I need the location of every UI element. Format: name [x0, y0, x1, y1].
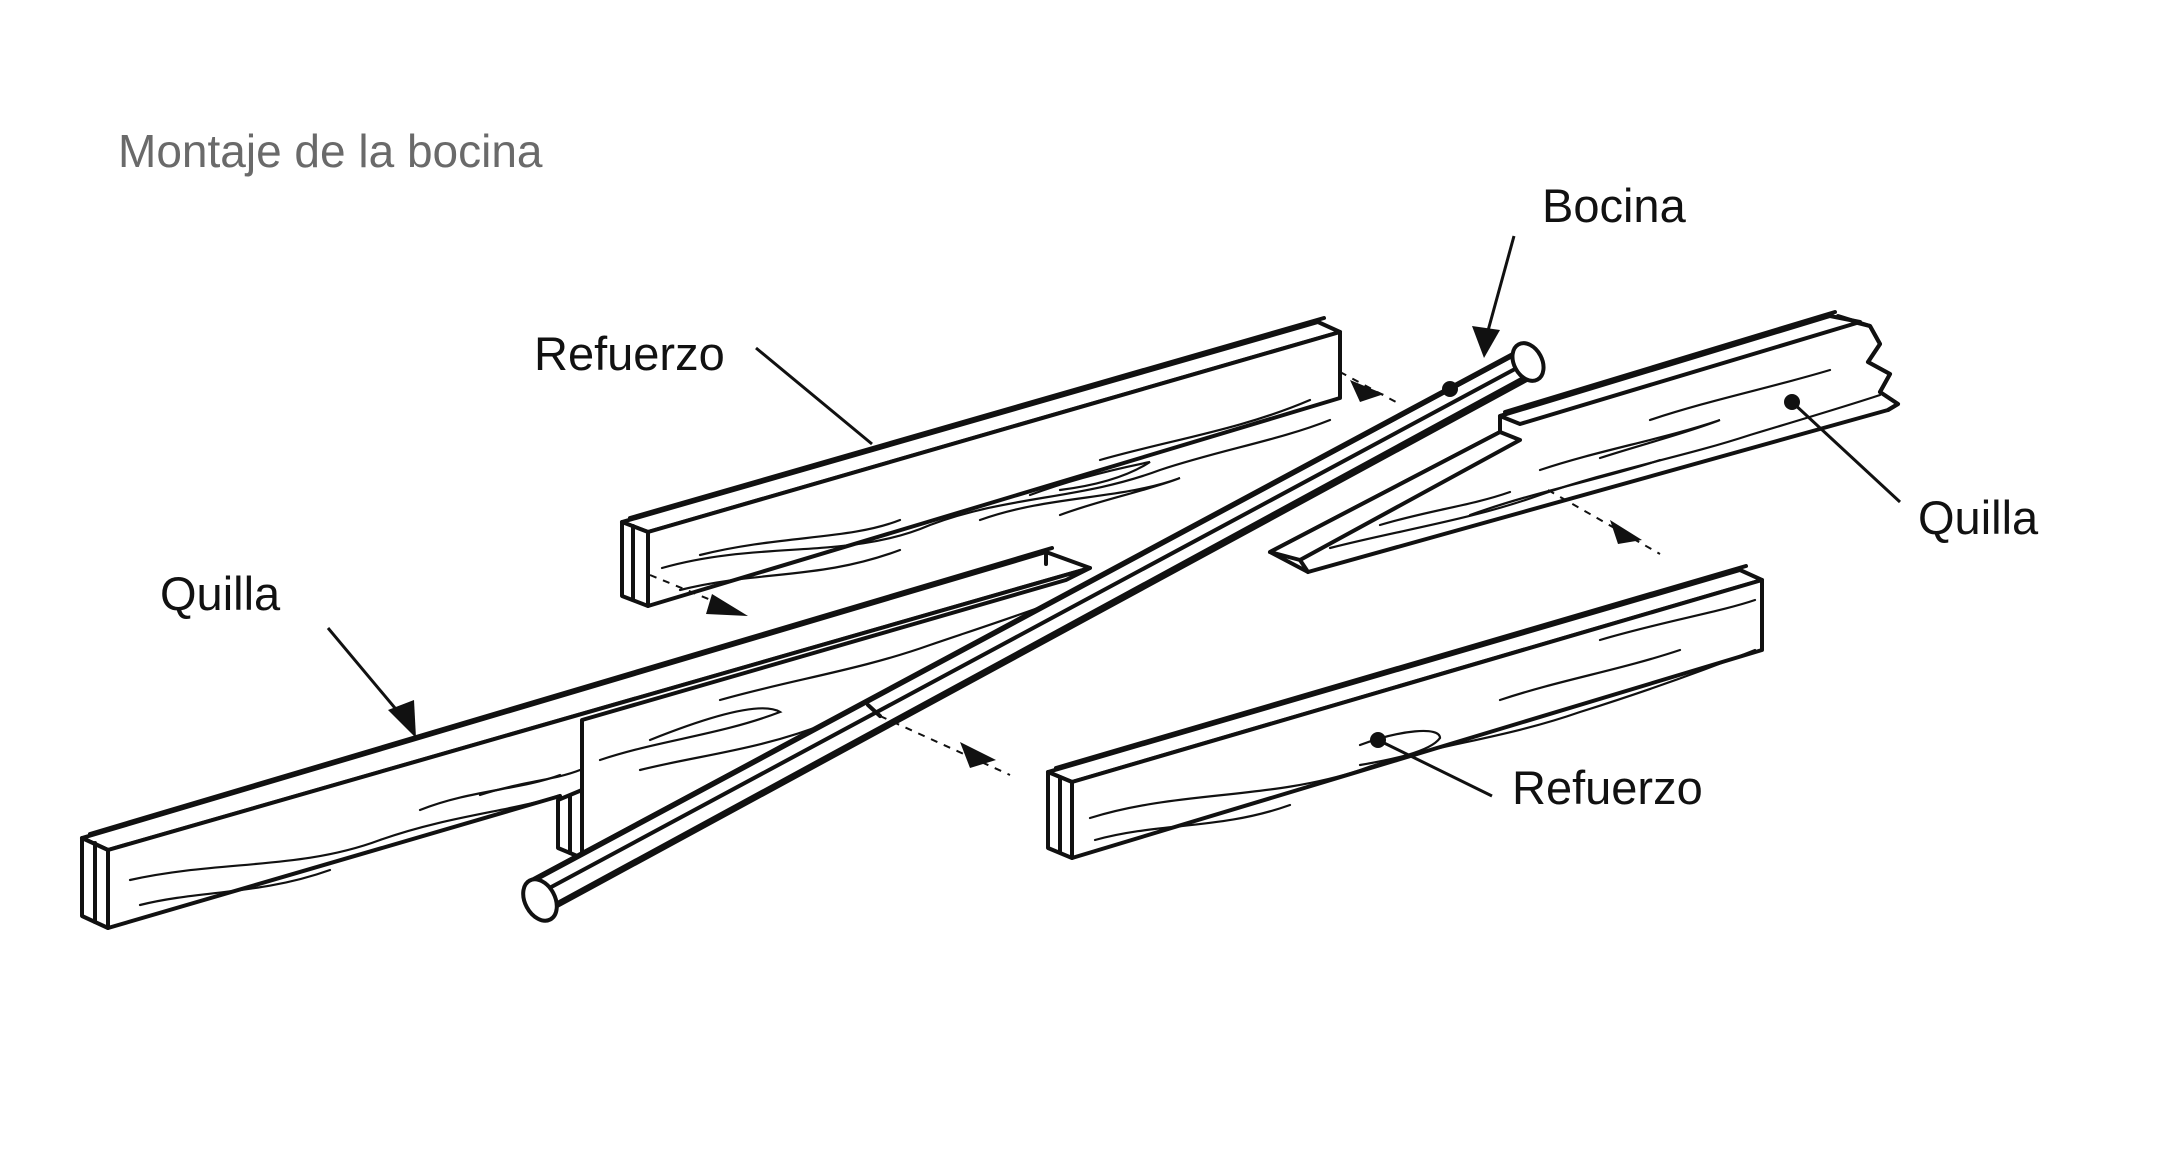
quilla-right-broken-end — [1836, 314, 1900, 412]
label-quilla-left: Quilla — [160, 567, 281, 620]
bocina-end-near — [521, 877, 559, 923]
label-quilla-right: Quilla — [1918, 491, 2039, 544]
assembly-guides — [649, 371, 1661, 776]
guide-arrow-tube-center — [960, 742, 996, 768]
diagram-title: Montaje de la bocina — [118, 125, 543, 177]
guide-arrow-quilla-right — [1610, 520, 1642, 544]
bocina-end-far — [1510, 341, 1546, 383]
quilla-right-chamfer — [1268, 430, 1522, 562]
quilla-right-board — [1268, 310, 1900, 574]
bocina-tube — [521, 341, 1546, 923]
refuerzo-top-board — [620, 316, 1342, 608]
bocina-leader-arrowhead — [1472, 326, 1500, 358]
refuerzo-bottom-board — [1046, 564, 1764, 860]
quilla-right-leader-dot — [1784, 394, 1800, 410]
guide-arrow-left-refuerzo — [706, 594, 748, 616]
quilla-left-board — [80, 546, 1092, 930]
label-refuerzo-bottom: Refuerzo — [1512, 761, 1703, 814]
quilla-left-leader-arrowhead — [388, 700, 416, 738]
bocina-leader — [1484, 235, 1516, 339]
guide-arrow-upper-refuerzo — [1350, 380, 1384, 402]
quilla-right-leader — [1790, 400, 1902, 504]
leader-lines — [326, 235, 1902, 798]
label-bocina: Bocina — [1542, 179, 1686, 232]
bocina-leader-dot — [1442, 381, 1458, 397]
refuerzo-bottom-leader — [1377, 738, 1493, 798]
refuerzo-bottom-leader-dot — [1370, 732, 1386, 748]
refuerzo-bottom-side-face — [1070, 578, 1764, 860]
refuerzo-top-leader — [755, 346, 873, 446]
label-refuerzo-top: Refuerzo — [534, 327, 725, 380]
